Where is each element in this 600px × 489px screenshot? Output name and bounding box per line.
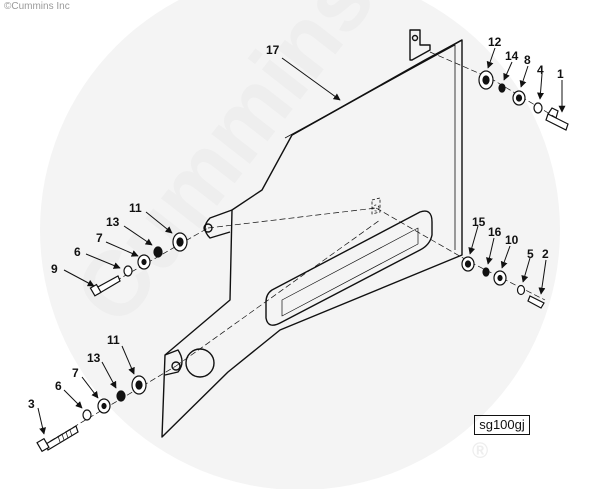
- callout-13-upper: 13: [106, 215, 120, 229]
- part-14-washer: [498, 83, 506, 93]
- callout-16: 16: [488, 225, 502, 239]
- part-2-bolt: [527, 295, 545, 309]
- guard-plate-top-flange: [291, 39, 463, 136]
- part-6-lockwasher: [123, 265, 133, 277]
- drawing-code-box: sg100gj: [474, 415, 530, 435]
- lower-ear-hole: [171, 361, 181, 371]
- upper-ear-hole: [203, 223, 213, 233]
- hardware-top-right: [478, 70, 569, 131]
- lower-ear: [164, 349, 183, 376]
- part-3-bolt: [36, 425, 79, 453]
- copyright-notice: ©Cummins Inc: [4, 1, 70, 12]
- slot-opening: [265, 210, 433, 326]
- part-1-bolt: [545, 107, 569, 131]
- hardware-right-middle: [461, 256, 545, 309]
- callout-6-upper: 6: [74, 245, 81, 259]
- part-5-lockwasher: [516, 284, 526, 296]
- callout-12: 12: [488, 35, 502, 49]
- guard-plate-outline: [161, 39, 463, 438]
- callout-13-lower: 13: [87, 351, 101, 365]
- top-tab-hole: [411, 34, 419, 42]
- hardware-left-lower: [36, 375, 147, 453]
- part-4-lockwasher: [533, 102, 543, 114]
- callout-3: 3: [28, 397, 35, 411]
- callout-4: 4: [537, 63, 544, 77]
- callout-labels: 17 12 14 8 4 1 15 16 10 5 2 11 13 7 6 9 …: [28, 35, 564, 411]
- callout-8: 8: [524, 53, 531, 67]
- callout-15: 15: [472, 215, 486, 229]
- callout-7-upper: 7: [96, 231, 103, 245]
- callout-14: 14: [505, 49, 519, 63]
- part-16-washer: [482, 267, 490, 277]
- right-bolt-hole: [372, 204, 380, 212]
- callout-2: 2: [542, 247, 549, 261]
- callout-1: 1: [557, 67, 564, 81]
- top-mounting-tab: [409, 29, 431, 61]
- callout-7-lower: 7: [72, 366, 79, 380]
- upper-ear: [204, 209, 233, 239]
- guard-plate: [161, 29, 463, 438]
- callout-17: 17: [266, 43, 280, 57]
- hardware-left-upper: [89, 232, 188, 297]
- callout-5: 5: [527, 247, 534, 261]
- part-6-lockwasher-lower: [82, 409, 92, 421]
- callout-11-upper: 11: [129, 201, 142, 215]
- part-13-washer: [153, 246, 163, 258]
- callout-11-lower: 11: [107, 333, 120, 347]
- slot-inner-edge: [281, 227, 419, 317]
- watermark-registered-mark: ®: [472, 438, 488, 463]
- callout-9: 9: [51, 262, 58, 276]
- callout-10: 10: [505, 233, 519, 247]
- leader-arrows: [37, 47, 566, 435]
- slot-hidden-tab: [371, 197, 381, 215]
- part-13-washer-lower: [116, 390, 126, 402]
- callout-6-lower: 6: [55, 379, 62, 393]
